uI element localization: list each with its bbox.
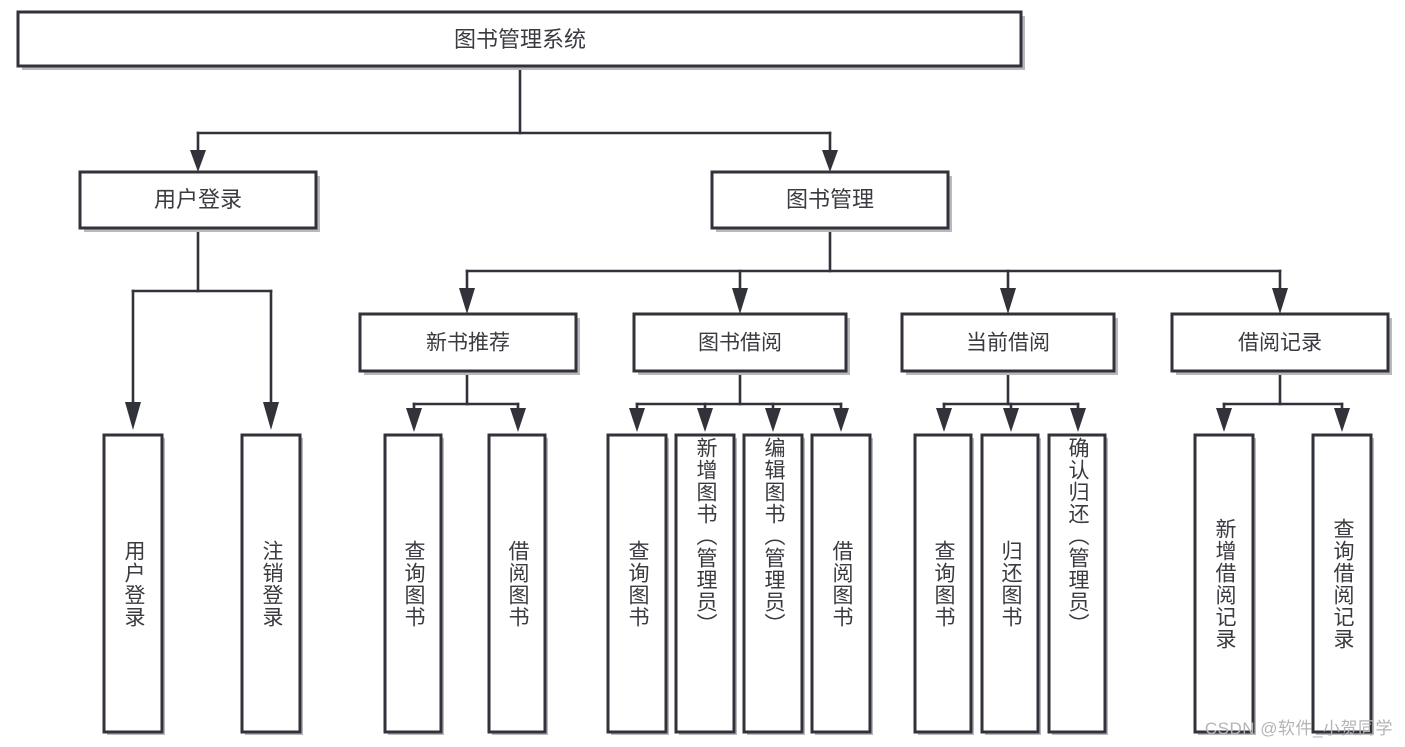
node-root-label: 图书管理系统	[454, 27, 586, 52]
node-book-borrow-box	[632, 312, 848, 373]
node-leaf-borrow-book-1[interactable]	[487, 433, 548, 735]
node-user-login-box	[78, 170, 318, 230]
arrow-root-to-userlogin	[190, 150, 206, 172]
node-leaf-add-book-box	[674, 433, 736, 734]
arrow-bookborrow-leaf-1	[629, 408, 645, 432]
node-leaf-confirm-return[interactable]	[1047, 433, 1108, 735]
node-new-book-recommend-box	[358, 312, 578, 373]
node-current-borrow-label: 当前借阅	[966, 332, 1050, 355]
arrow-borrowrecord-leaf-1	[1216, 408, 1232, 432]
arrow-bookborrow-leaf-2	[697, 408, 713, 432]
node-leaf-user-logout[interactable]	[240, 433, 303, 735]
node-leaf-query-book-3[interactable]	[913, 433, 974, 735]
arrow-newbook-leaf-1	[406, 408, 422, 432]
node-leaf-borrow-book-1-box	[487, 433, 547, 734]
node-book-manage-label: 图书管理	[786, 187, 874, 212]
node-leaf-user-logout-box	[240, 433, 302, 734]
node-leaf-edit-book[interactable]	[742, 433, 805, 735]
node-current-borrow-box	[900, 312, 1116, 373]
node-leaf-query-book-3-box	[913, 433, 973, 734]
node-leaf-query-book-1-box	[383, 433, 443, 734]
node-borrow-record[interactable]: 借阅记录	[1170, 312, 1392, 375]
arrow-to-newbook	[459, 288, 475, 314]
node-leaf-borrow-book-2-box	[810, 433, 872, 734]
connector-layer	[125, 66, 1350, 432]
node-leaf-borrow-book-2[interactable]	[810, 433, 873, 735]
node-leaf-user-login[interactable]	[102, 433, 165, 735]
node-book-borrow[interactable]: 图书借阅	[632, 312, 850, 375]
arrow-newbook-leaf-2	[510, 408, 526, 432]
node-leaf-query-book-2[interactable]	[606, 433, 669, 735]
node-leaf-confirm-return-box	[1047, 433, 1107, 734]
node-leaf-query-record-box	[1311, 433, 1373, 734]
arrow-root-to-bookmanage	[822, 150, 838, 172]
arrow-currentborrow-leaf-3	[1070, 408, 1086, 432]
node-new-book-recommend[interactable]: 新书推荐	[358, 312, 580, 375]
node-leaf-add-record[interactable]	[1193, 433, 1256, 735]
node-leaf-query-record[interactable]	[1311, 433, 1374, 735]
node-borrow-record-label: 借阅记录	[1238, 332, 1322, 355]
node-current-borrow[interactable]: 当前借阅	[900, 312, 1118, 375]
node-leaf-add-book[interactable]	[674, 433, 737, 735]
node-root[interactable]: 图书管理系统	[16, 10, 1025, 70]
csdn-watermark: CSDN @软件_小贺同学	[1204, 719, 1393, 738]
node-leaf-query-book-1[interactable]	[383, 433, 444, 735]
node-leaf-add-record-box	[1193, 433, 1255, 734]
node-root-box	[16, 10, 1023, 68]
arrow-bookborrow-leaf-3	[765, 408, 781, 432]
node-layer: 图书管理系统 用户登录 图书管理 新书推荐	[16, 10, 1392, 735]
node-book-borrow-label: 图书借阅	[698, 332, 782, 355]
node-new-book-recommend-label: 新书推荐	[426, 332, 510, 355]
node-user-login-label: 用户登录	[154, 187, 242, 212]
arrow-userlogin-leaf-1	[125, 402, 141, 430]
node-user-login[interactable]: 用户登录	[78, 170, 320, 232]
arrow-to-currentborrow	[1000, 288, 1016, 314]
arrow-borrowrecord-leaf-2	[1334, 408, 1350, 432]
arrow-bookborrow-leaf-4	[833, 408, 849, 432]
arrow-userlogin-leaf-2	[263, 402, 279, 430]
node-leaf-return-book-box	[980, 433, 1040, 734]
node-leaf-return-book[interactable]	[980, 433, 1041, 735]
node-leaf-user-login-box	[102, 433, 164, 734]
node-leaf-edit-book-box	[742, 433, 804, 734]
node-leaf-query-book-2-box	[606, 433, 668, 734]
arrow-currentborrow-leaf-1	[936, 408, 952, 432]
node-book-manage[interactable]: 图书管理	[710, 170, 952, 232]
arrow-currentborrow-leaf-2	[1003, 408, 1019, 432]
arrow-to-bookborrow	[732, 288, 748, 314]
node-borrow-record-box	[1170, 312, 1390, 373]
node-book-manage-box	[710, 170, 950, 230]
arrow-to-borrowrecord	[1272, 288, 1288, 314]
